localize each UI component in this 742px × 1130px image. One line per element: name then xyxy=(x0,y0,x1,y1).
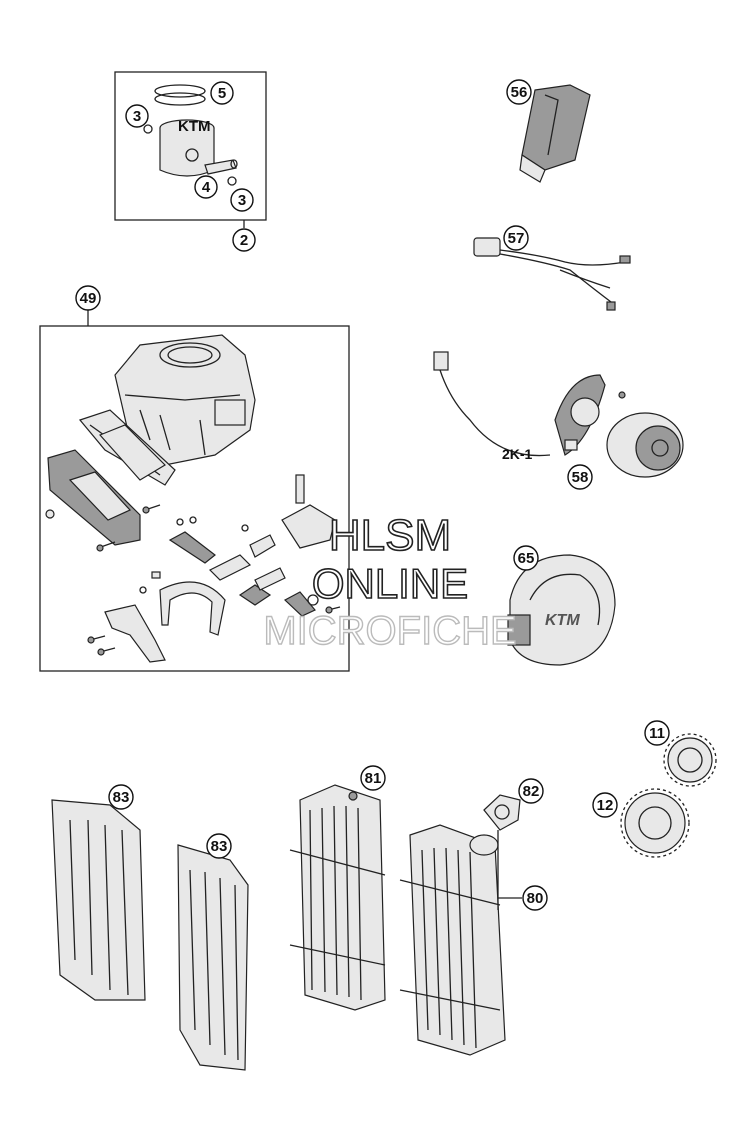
callout-83-left: 83 xyxy=(108,784,134,810)
wiring-harness-icon xyxy=(473,237,631,311)
flex-strap-icon xyxy=(159,581,226,636)
callout-12: 12 xyxy=(592,792,618,818)
svg-text:56: 56 xyxy=(511,84,528,101)
radiator-cap-icon xyxy=(483,794,521,831)
svg-text:65: 65 xyxy=(518,550,535,567)
watermark-line1: HLSM xyxy=(329,511,451,560)
watermark: HLSM ONLINE MICROFICHE xyxy=(263,510,518,654)
callout-82: 82 xyxy=(518,778,544,804)
callout-81: 81 xyxy=(360,765,386,791)
svg-text:83: 83 xyxy=(113,789,130,806)
circlip-right-icon xyxy=(227,176,237,186)
bracket-icon xyxy=(104,604,166,663)
ignition-stator-group: 2K-1 xyxy=(433,351,684,478)
svg-text:2: 2 xyxy=(240,232,248,249)
callout-80: 80 xyxy=(522,885,548,911)
svg-text:12: 12 xyxy=(597,797,614,814)
radiator-guard-right-icon xyxy=(177,844,249,1071)
intake-manifold-icon xyxy=(47,449,141,546)
callout-65: 65 xyxy=(513,545,539,571)
svg-text:83: 83 xyxy=(211,838,228,855)
cylinder-assembly-group xyxy=(39,310,350,672)
svg-text:5: 5 xyxy=(218,85,226,102)
piston-kit-group: KTM xyxy=(114,71,267,228)
svg-text:57: 57 xyxy=(508,230,525,247)
svg-text:KTM: KTM xyxy=(178,118,211,135)
callout-57: 57 xyxy=(503,225,529,251)
stator-label: 2K-1 xyxy=(502,446,533,462)
reed-valve-icon xyxy=(78,409,176,486)
callout-83-right: 83 xyxy=(206,833,232,859)
gear-large-icon xyxy=(620,788,690,858)
svg-text:58: 58 xyxy=(572,469,589,486)
callout-5: 5 xyxy=(210,81,234,105)
callout-58: 58 xyxy=(567,464,593,490)
piston-icon: KTM xyxy=(159,118,215,177)
callout-4: 4 xyxy=(194,175,218,199)
stator-connector-icon xyxy=(433,351,449,371)
watermark-line3: MICROFICHE xyxy=(263,609,516,653)
piston-ring-top xyxy=(154,84,206,98)
svg-text:81: 81 xyxy=(365,770,382,787)
callout-2: 2 xyxy=(232,228,256,252)
ignition-cover-icon: KTM xyxy=(507,554,616,666)
svg-text:4: 4 xyxy=(202,179,211,196)
callout-3-bottom: 3 xyxy=(230,188,254,212)
svg-text:KTM: KTM xyxy=(545,612,580,629)
svg-text:82: 82 xyxy=(523,783,540,800)
flywheel-rotor-icon xyxy=(606,412,684,478)
svg-text:80: 80 xyxy=(527,890,544,907)
radiator-right-icon xyxy=(399,824,506,1056)
cylinder-frame xyxy=(39,325,350,672)
exhaust-valve-parts xyxy=(139,474,336,617)
svg-text:3: 3 xyxy=(238,192,246,209)
cdi-unit-icon xyxy=(519,84,591,183)
circlip-left-icon xyxy=(143,124,153,134)
piston-ring-bottom xyxy=(154,92,206,106)
gear-small-icon xyxy=(663,733,717,787)
callout-56: 56 xyxy=(506,79,532,105)
watermark-line2: ONLINE xyxy=(312,560,468,607)
radiator-guard-left-icon xyxy=(51,799,146,1001)
stator-cable-icon xyxy=(439,369,551,457)
svg-text:49: 49 xyxy=(80,290,97,307)
wrist-pin-icon xyxy=(204,159,238,175)
rotor-nut-icon xyxy=(618,391,626,399)
radiator-left-icon xyxy=(289,784,386,1011)
svg-text:11: 11 xyxy=(649,725,665,742)
svg-text:3: 3 xyxy=(133,108,141,125)
callout-49: 49 xyxy=(75,285,101,311)
piston-kit-frame xyxy=(114,71,267,221)
callout-3-top: 3 xyxy=(125,104,149,128)
bolts-group xyxy=(45,504,341,656)
callout-11: 11 xyxy=(644,720,670,746)
